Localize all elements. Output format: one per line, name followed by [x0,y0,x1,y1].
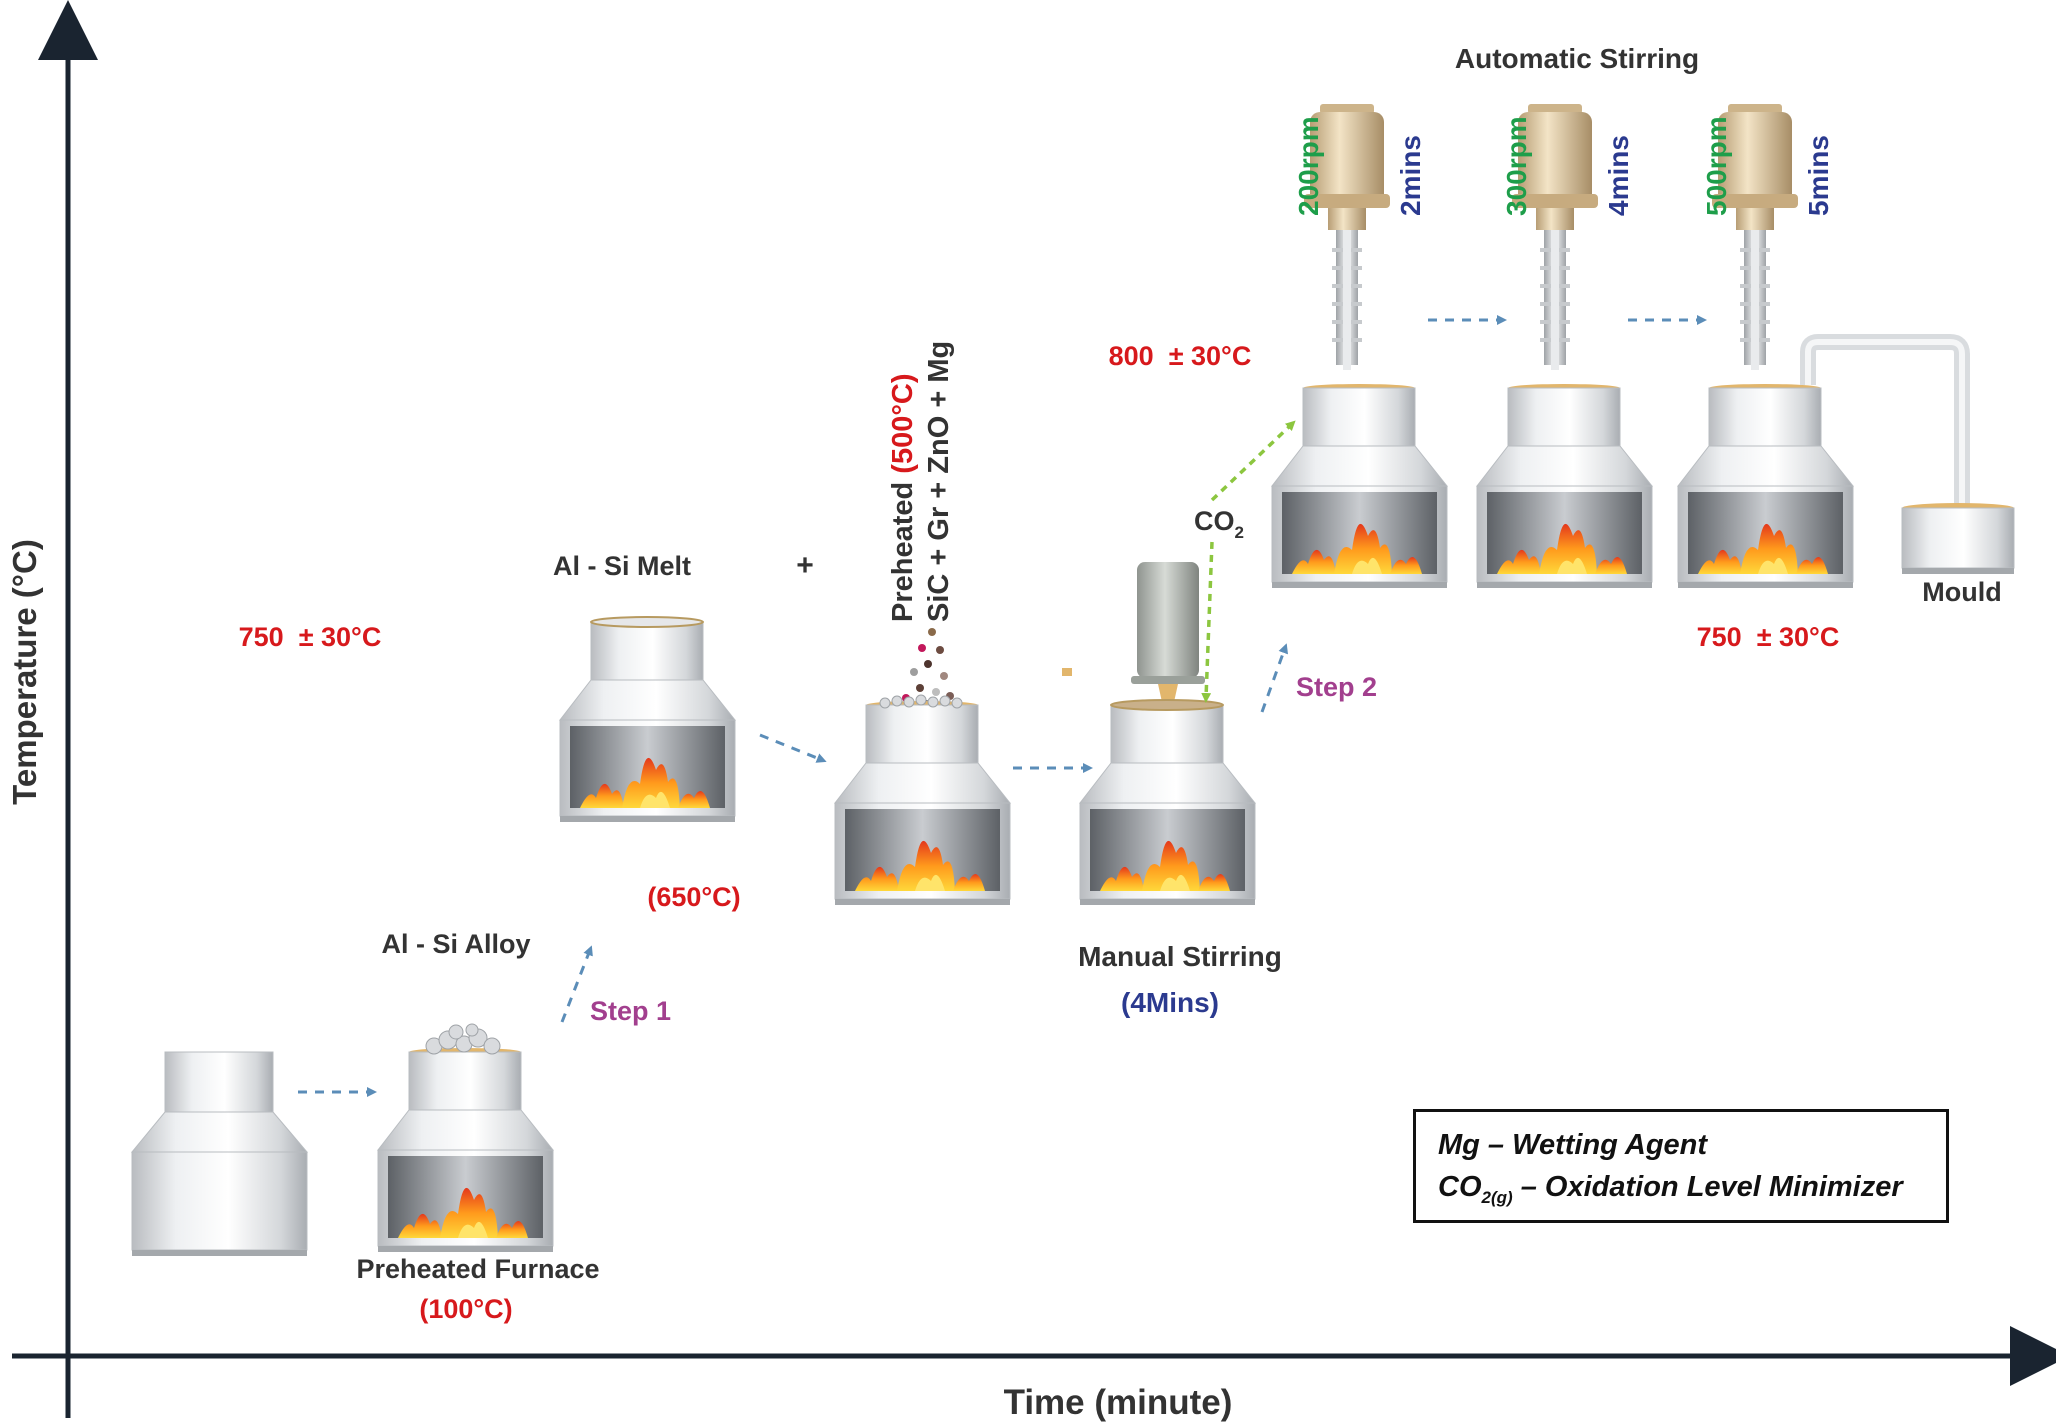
step1-label: Step 1 [590,996,671,1026]
mould-icon [1901,503,2015,574]
manual-stirring-furnace-icon [1079,699,1256,906]
stirrer-rpm: 300rpm [1501,116,1532,216]
stirrer-rpm: 200rpm [1293,116,1324,216]
al-si-melt-label: Al - Si Melt [553,551,691,581]
legend-co2: CO2(g) – Oxidation Level Minimizer [1438,1171,1903,1207]
step1-arrow [560,945,593,1023]
auto-stirring-furnace-icon [1677,383,1854,589]
small-marker [1062,668,1072,676]
auto-stirring-furnace-icon [1476,383,1653,589]
preheated-furnace-label: Preheated Furnace [356,1254,599,1284]
stirrer-rpm: 500rpm [1701,116,1732,216]
mould-label: Mould [1922,577,2001,607]
empty-furnace-icon [130,1051,309,1256]
automatic-stirring-label: Automatic Stirring [1455,43,1699,74]
melt-furnace-icon [559,616,736,823]
melt-temp: (650°C) [647,882,740,912]
y-axis-label: Temperature (°C) [6,539,43,805]
legend-wetting-agent: Mg – Wetting Agent [1438,1129,1708,1161]
co2-arrow-up [1210,420,1296,502]
reinforcement-mix-label: SiC + Gr + ZnO + Mg [923,341,955,622]
stirrer-time: 4mins [1603,135,1634,216]
step2-label: Step 2 [1296,672,1377,702]
manual-stirring-time: (4Mins) [1121,987,1219,1018]
legend-box: Mg – Wetting Agent CO2(g) – Oxidation Le… [1413,1109,1949,1223]
co2-label: CO2 [1194,506,1244,542]
manual-stirrer-icon [1131,562,1205,702]
left-temp-range: 750 ± 30°C [239,622,382,652]
reinforcement-furnace-icon [834,694,1011,906]
reinforcement-preheated-label: Preheated (500°C) [887,373,919,622]
co2-arrow-down [1201,541,1214,703]
stirrer-time: 2mins [1395,135,1426,216]
manual-stirring-label: Manual Stirring [1078,941,1282,972]
x-axis-label: Time (minute) [1004,1383,1233,1422]
stirrer-time: 5mins [1803,135,1834,216]
flow-arrow [759,733,827,763]
step2-arrow [1260,643,1289,713]
final-temp-range: 750 ± 30°C [1697,622,1840,652]
preheated-furnace-temp: (100°C) [419,1294,512,1324]
al-si-alloy-label: Al - Si Alloy [381,929,530,959]
auto-stirring-furnace-icon [1271,383,1448,589]
pour-pipe-highlight [1805,339,1965,508]
plus-sign: + [796,549,814,582]
stir-temp-range: 800 ± 30°C [1109,341,1252,371]
preheated-furnace-icon [377,1023,554,1253]
